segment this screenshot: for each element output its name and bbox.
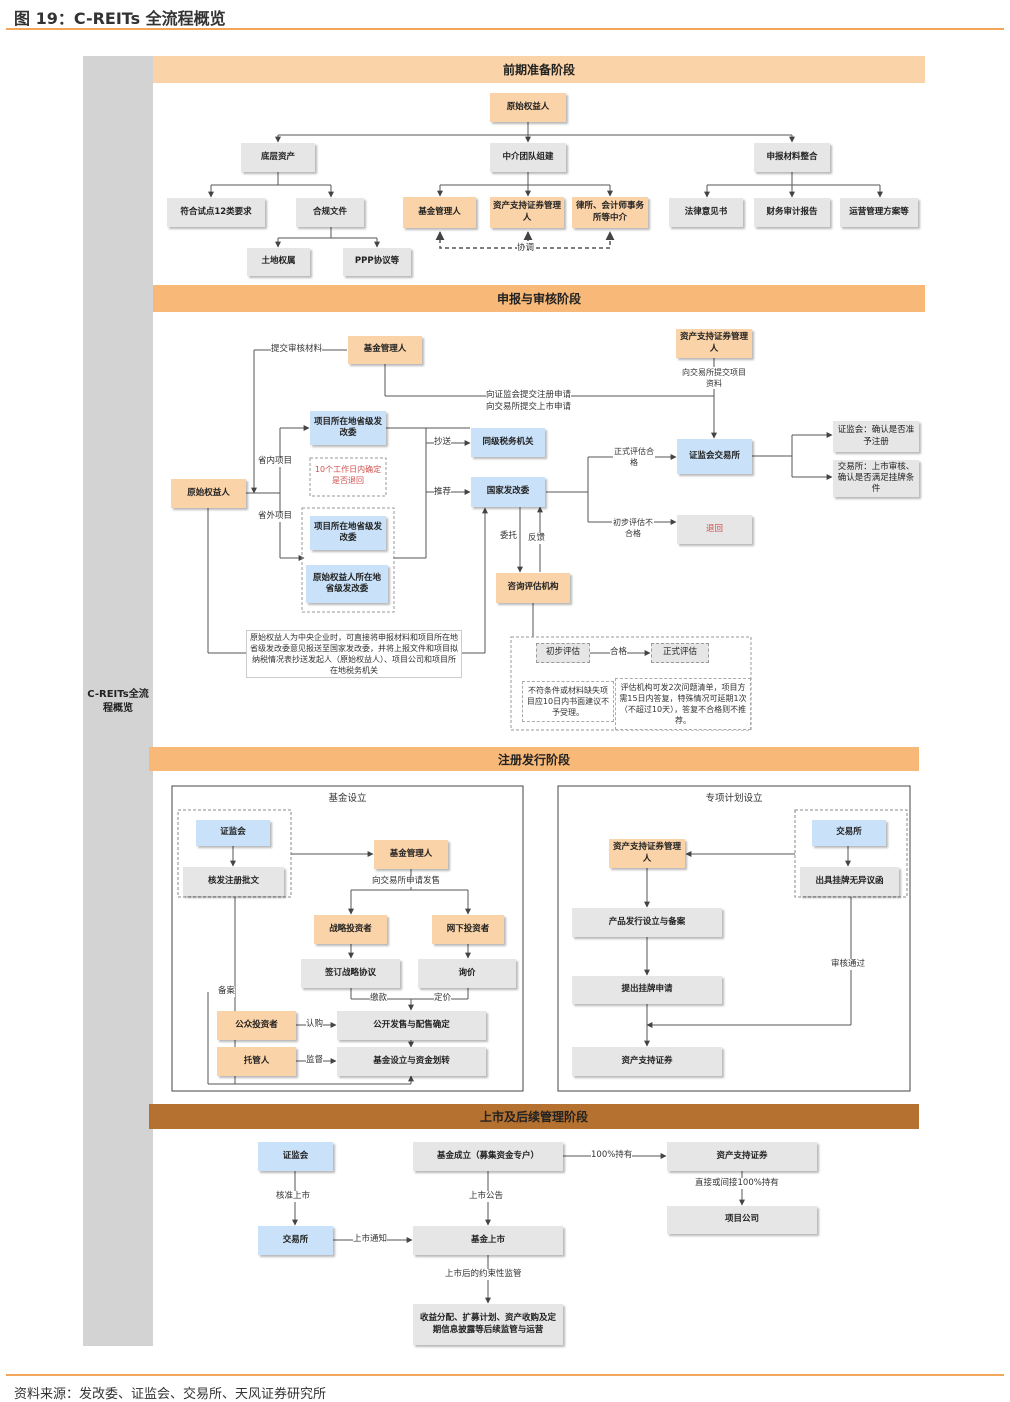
underlying-asset-box: 底层资产 [241, 143, 315, 172]
listing-application-box: 提出挂牌申请 [572, 976, 722, 1004]
to-exchange-note: 向交易所提交项目资料 [682, 367, 746, 389]
compliance-docs-box: 合规文件 [296, 198, 364, 227]
prelim-note: 不符条件或材料缺失项目应10日内书面建议不予受理。 [522, 681, 614, 722]
coordinate-label: 协调 [517, 243, 535, 254]
central-enterprise-note: 原始权益人为中央企业时，可直接将申报材料和项目所在地省级发改委意见报送至国家发改… [246, 630, 462, 678]
custodian-box: 托管人 [217, 1047, 296, 1076]
audit-report-box: 财务审计报告 [754, 198, 830, 227]
left-column [83, 56, 153, 1346]
listing-announcement-label: 上市公告 [469, 1191, 504, 1202]
local-ndrc-box: 项目所在地省级发改委 [310, 411, 386, 445]
s3-fund-manager-box: 基金管理人 [374, 840, 448, 869]
ten-day-note: 10个工作日内确定是否退回 [314, 465, 382, 485]
cc-label: 抄送 [434, 437, 452, 448]
feedback-label: 反馈 [528, 533, 546, 544]
formal-pass-label: 正式评估合格 [613, 446, 655, 468]
fund-setup-title: 基金设立 [328, 793, 367, 804]
s4-csrc-box: 证监会 [258, 1142, 333, 1171]
law-accounting-firm-box: 律所、会计师事务所等中介 [572, 197, 648, 228]
left-column-label: C-REITs全流程概览 [87, 689, 149, 714]
approve-listing-label: 核准上市 [276, 1191, 311, 1202]
title-divider [6, 28, 1004, 30]
original-owner-box: 原始权益人 [490, 93, 566, 122]
csrc-exchange-box: 证监会交易所 [677, 439, 752, 474]
csrc-box: 证监会 [196, 820, 270, 846]
special-plan-title: 专项计划设立 [705, 793, 763, 804]
payment-label: 缴款 [370, 993, 388, 1004]
local-ndrc-box-2: 项目所在地省级发改委 [310, 516, 386, 550]
s2-original-owner-box: 原始权益人 [171, 479, 246, 508]
s2-abs-manager-box: 资产支持证券管理人 [676, 329, 752, 358]
footer-divider [6, 1374, 1004, 1376]
filing-label: 备案 [218, 986, 236, 997]
out-province-label: 省外项目 [258, 511, 293, 522]
materials-integration-box: 申报材料整合 [754, 143, 830, 172]
owner-ndrc-box: 原始权益人所在地省级发改委 [306, 565, 388, 603]
submit-materials-label: 提交审核材料 [271, 344, 323, 355]
s3-abs-box: 资产支持证券 [572, 1047, 722, 1076]
strategic-agreement-box: 签订战略协议 [301, 959, 400, 988]
pilot-12-requirements-box: 符合试点12类要求 [167, 198, 265, 227]
csrc-apply-label: 向证监会提交注册申请 [486, 390, 572, 401]
csrc-confirm-box: 证监会：确认是否准予注册 [833, 421, 919, 452]
exchange-issue-label: 向交易所申请发售 [372, 876, 441, 887]
formal-note: 评估机构可发2次问题清单，项目方需15日内答复，特殊情况可延期1次（不超过10天… [615, 678, 751, 730]
s3-exchange-box: 交易所 [812, 820, 886, 846]
entrust-label: 委托 [500, 531, 518, 542]
stage2-title: 申报与审核阶段 [153, 285, 925, 312]
public-investor-box: 公众投资者 [217, 1011, 296, 1040]
product-setup-box: 产品发行设立与备案 [572, 908, 722, 937]
fund-established-box: 基金成立（募集资金专户） [413, 1142, 563, 1171]
s4-exchange-box: 交易所 [258, 1226, 333, 1255]
s4-abs-box: 资产支持证券 [667, 1142, 817, 1171]
recommend-label: 推荐 [434, 487, 452, 498]
strategic-investor-box: 战略投资者 [314, 915, 387, 944]
s3-abs-manager-box: 资产支持证券管理人 [609, 839, 685, 868]
ongoing-operations-box: 收益分配、扩募计划、资产收购及定期信息披露等后续监管与运营 [413, 1304, 563, 1345]
legal-opinion-box: 法律意见书 [669, 198, 743, 227]
s2-fund-manager-box: 基金管理人 [348, 336, 422, 364]
pricing-label: 定价 [434, 993, 452, 1004]
formal-eval-box: 正式评估 [651, 643, 709, 663]
prelim-fail-label: 初步评估不合格 [612, 517, 654, 539]
public-offering-box: 公开发售与配售确定 [337, 1011, 486, 1040]
exchange-apply-label: 向交易所提交上市申请 [486, 402, 572, 413]
fund-listed-box: 基金上市 [413, 1226, 563, 1255]
abs-manager-box: 资产支持证券管理人 [490, 197, 564, 228]
stage4-title: 上市及后续管理阶段 [149, 1104, 919, 1129]
operations-plan-box: 运营管理方案等 [840, 198, 918, 227]
supervise-label: 监督 [306, 1055, 324, 1066]
page-title: 图 19：C-REITs 全流程概览 [14, 9, 226, 28]
direct-indirect-hold-label: 直接或间接100%持有 [695, 1178, 779, 1189]
offline-investor-box: 网下投资者 [432, 915, 504, 944]
stage3-title: 注册发行阶段 [149, 747, 919, 771]
exchange-review-box: 交易所：上市审核、确认是否满足挂牌条件 [833, 460, 919, 497]
source-note: 资料来源：发改委、证监会、交易所、天风证券研究所 [14, 1387, 327, 1402]
project-company-box: 项目公司 [667, 1206, 817, 1234]
no-objection-letter-box: 出具挂牌无异议函 [800, 867, 899, 896]
pass-label: 合格 [610, 647, 628, 658]
intermediary-team-box: 中介团队组建 [490, 143, 566, 172]
land-ownership-box: 土地权属 [247, 248, 310, 276]
return-box: 退回 [677, 515, 752, 544]
inquiry-box: 询价 [418, 959, 516, 988]
registration-approval-box: 核发注册批文 [183, 867, 284, 896]
hold-100-label: 100%持有 [591, 1150, 633, 1161]
fund-manager-box: 基金管理人 [403, 197, 476, 228]
listing-notice-label: 上市通知 [353, 1234, 388, 1245]
prelim-eval-box: 初步评估 [536, 643, 590, 663]
fund-transfer-box: 基金设立与资金划转 [337, 1047, 486, 1076]
stage1-title: 前期准备阶段 [153, 56, 925, 83]
ndrc-box: 国家发改委 [471, 477, 545, 507]
ppp-agreement-box: PPP协议等 [343, 248, 411, 276]
review-pass-label: 审核通过 [831, 959, 866, 970]
subscribe-label: 认购 [306, 1019, 324, 1030]
tax-authority-box: 同级税务机关 [471, 428, 545, 457]
in-province-label: 省内项目 [258, 456, 293, 467]
post-listing-supervision-label: 上市后的约束性监管 [445, 1269, 522, 1280]
consulting-agency-box: 咨询评估机构 [496, 573, 570, 603]
